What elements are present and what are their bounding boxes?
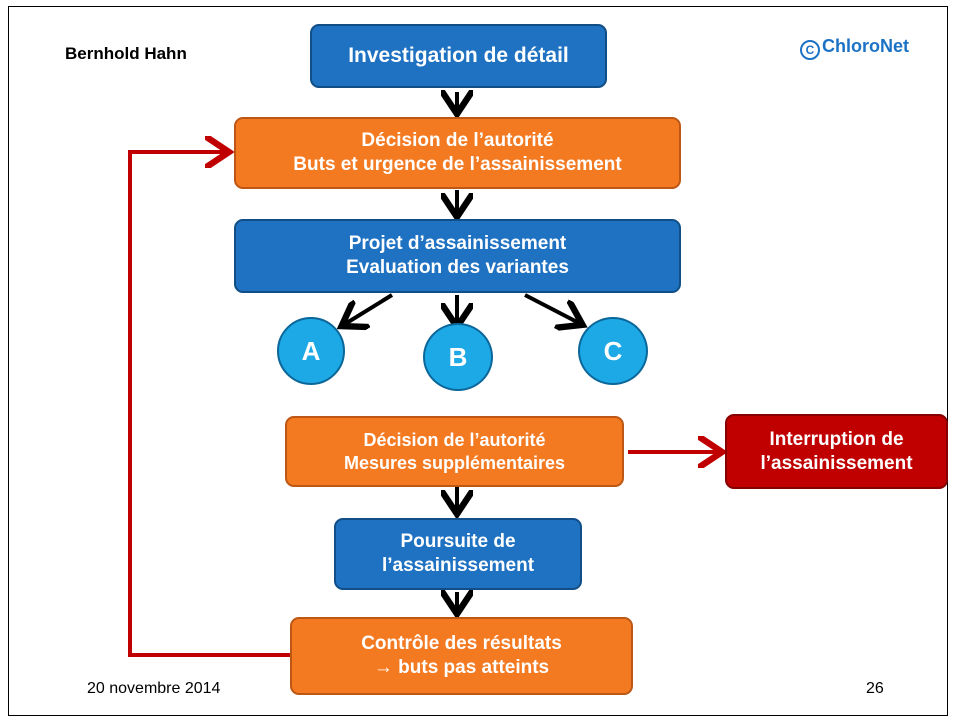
node-controle-line1: Contrôle des résultats (361, 633, 562, 655)
author-name: Bernhold Hahn (65, 44, 187, 63)
variant-a-circle: A (277, 317, 345, 385)
node-decision1-line2: Buts et urgence de l’assainissement (293, 154, 622, 175)
node-interruption: Interruption de l’assainissement (725, 414, 948, 489)
node-decision2-line2: Mesures supplémentaires (343, 452, 566, 473)
slide-frame (8, 6, 948, 716)
variant-c-circle: C (578, 317, 648, 385)
node-interruption-line1: Interruption de (769, 428, 904, 450)
node-controle-line2: → buts pas atteints (373, 657, 550, 678)
page-number: 26 (866, 680, 884, 697)
footer-date: 20 novembre 2014 (87, 680, 221, 697)
node-interruption-line2: l’assainissement (760, 452, 913, 474)
node-decision-authority-goals: Décision de l’autorité Buts et urgence d… (234, 117, 681, 189)
arrow-projet-to-a (345, 293, 394, 324)
node-projet-line1: Projet d’assainissement (348, 233, 567, 255)
node-poursuite-line1: Poursuite de (400, 531, 516, 553)
feedback-loop-arrow (128, 152, 290, 657)
node-poursuite-line2: l’assainissement (381, 555, 535, 576)
node-projet-assainissement: Projet d’assainissement Evaluation des v… (234, 219, 681, 293)
node-investigation: Investigation de détail (310, 24, 607, 88)
variant-b-circle: B (423, 323, 493, 391)
node-decision1-line1: Décision de l’autorité (361, 130, 554, 152)
node-projet-line2: Evaluation des variantes (346, 257, 569, 278)
logo-text: ChloroNet (822, 36, 909, 56)
node-decision2-line1: Décision de l’autorité (363, 430, 546, 450)
node-investigation-label: Investigation de détail (348, 43, 569, 67)
logo-c-icon: C (800, 40, 820, 60)
arrow-projet-to-c (524, 293, 579, 323)
node-poursuite: Poursuite de l’assainissement (334, 518, 582, 590)
node-decision-authority-measures: Décision de l’autorité Mesures supplémen… (285, 416, 624, 487)
node-controle-resultats: Contrôle des résultats → buts pas attein… (290, 617, 633, 695)
